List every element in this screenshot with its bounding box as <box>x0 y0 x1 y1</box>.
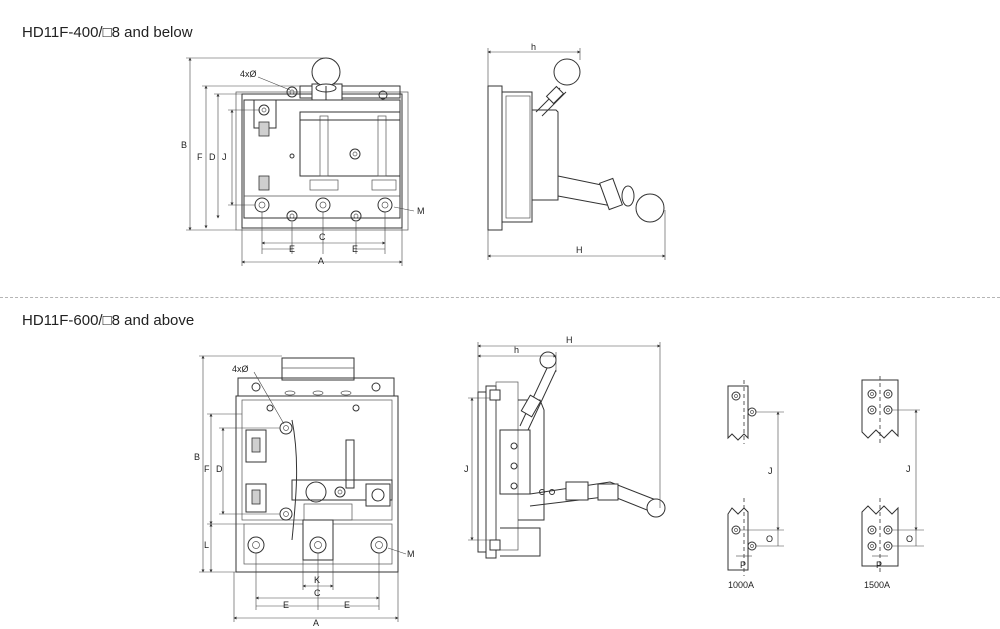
terminal-1000a-O: O <box>766 534 773 544</box>
terminal-1000a-P: P <box>740 560 746 570</box>
terminal-1500a: J O P 1500A <box>861 376 924 590</box>
dim-label-H: H <box>576 245 583 255</box>
dim-label-E-bottom-right: E <box>344 600 350 610</box>
dim-label-L: L <box>204 540 209 550</box>
hole-note-label-bottom: 4xØ <box>232 364 249 374</box>
terminal-1000a-caption: 1000A <box>728 580 754 590</box>
dim-label-C-bottom: C <box>314 588 321 598</box>
terminal-1500a-P: P <box>876 560 882 570</box>
dim-label-B: B <box>181 140 187 150</box>
terminal-1000a: J O P 1000A <box>727 380 784 590</box>
dim-label-A-bottom: A <box>313 618 319 628</box>
dim-label-E-left: E <box>289 244 295 254</box>
section-title-bottom: HD11F-600/□8 and above <box>22 312 195 329</box>
dim-label-M: M <box>417 206 425 216</box>
terminal-1500a-caption: 1500A <box>864 580 890 590</box>
dim-label-h: h <box>531 42 536 52</box>
section-title-top: HD11F-400/□8 and below <box>22 24 193 41</box>
dim-label-F: F <box>197 152 203 162</box>
dim-label-K: K <box>314 575 320 585</box>
hole-note-label: 4xØ <box>240 69 257 79</box>
terminal-1500a-O: O <box>906 534 913 544</box>
dim-label-J: J <box>222 152 227 162</box>
terminal-1500a-J: J <box>906 464 911 474</box>
dim-label-C: C <box>319 232 326 242</box>
section-divider <box>0 297 1000 298</box>
bottom-front-view: 4xØ B F D L K C E E A M <box>194 355 415 628</box>
dim-label-E-right: E <box>352 244 358 254</box>
top-front-view: 4xØ B F D J C E E A M <box>181 57 425 266</box>
dim-label-E-bottom-left: E <box>283 600 289 610</box>
terminal-1000a-J: J <box>768 466 773 476</box>
dim-label-D: D <box>209 152 216 162</box>
dim-label-H-bottom: H <box>566 335 573 345</box>
dim-label-B-bottom: B <box>194 452 200 462</box>
dim-label-A: A <box>318 256 324 266</box>
dim-label-F-bottom: F <box>204 464 210 474</box>
bottom-side-view: H h J <box>464 335 666 559</box>
top-side-view: h H <box>487 42 666 260</box>
dim-label-M-bottom: M <box>407 549 415 559</box>
dim-label-J-bottom: J <box>464 464 469 474</box>
dim-label-D-bottom: D <box>216 464 223 474</box>
dim-label-h-bottom: h <box>514 345 519 355</box>
